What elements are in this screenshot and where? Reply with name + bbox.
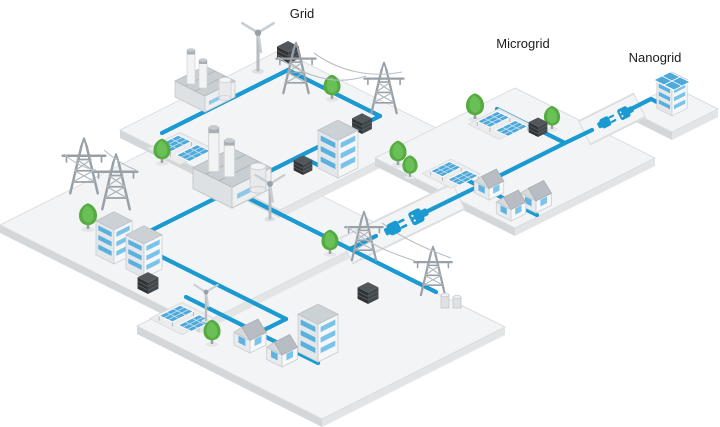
- office-building-icon: [297, 303, 339, 363]
- wire: [63, 153, 97, 171]
- wire: [345, 225, 416, 262]
- power-line: [562, 127, 595, 146]
- wire: [103, 149, 137, 171]
- microgrid-label: Microgrid: [496, 36, 549, 51]
- wire: [277, 56, 367, 81]
- office-building-icon: [317, 119, 359, 179]
- power-line: [425, 183, 482, 214]
- office-building-icon: [125, 225, 163, 279]
- nanogrid-label: Nanogrid: [629, 50, 682, 65]
- grid-platform-mid: [0, 129, 392, 333]
- grid-label: Grid: [290, 6, 315, 21]
- wire: [313, 52, 403, 75]
- nanogrid-platform: [624, 85, 720, 140]
